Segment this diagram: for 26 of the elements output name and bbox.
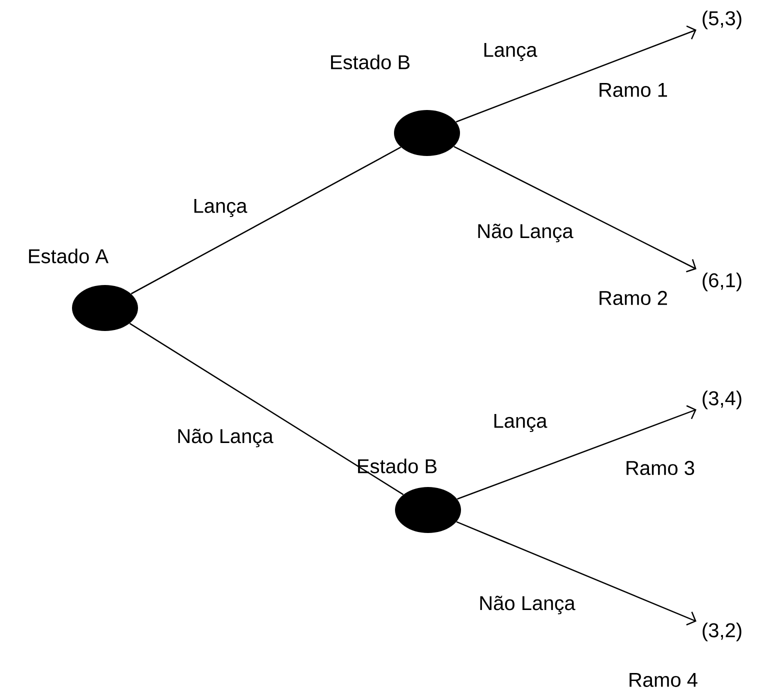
edge-label: Não Lança	[176, 428, 274, 448]
node-label: Estado B	[331, 54, 410, 70]
branch-line	[130, 146, 402, 294]
branch-label: Ramo 3	[626, 460, 694, 476]
branch-label: Ramo 2	[600, 290, 667, 306]
edge-label: Lança	[482, 42, 538, 62]
payoff-label: (3,4)	[702, 390, 742, 410]
branch-line	[457, 405, 696, 500]
edge-label: Não Lança	[476, 222, 574, 244]
branch-line	[129, 322, 404, 496]
state-node: Estado B	[358, 458, 461, 533]
branch-label: Ramo 1	[600, 83, 667, 97]
edge-label: Não Lança	[478, 594, 576, 616]
state-node: Estado B	[331, 54, 460, 156]
payoff-label: (5,3)	[702, 10, 742, 30]
payoff-label: (3,2)	[702, 622, 742, 642]
edge-label: Lança	[192, 198, 248, 218]
branch-line	[456, 25, 696, 122]
edge-label: Lança	[492, 413, 548, 433]
branch-label: Ramo 4	[630, 673, 698, 687]
branch-line	[454, 146, 696, 272]
node-label: Estado B	[358, 458, 436, 474]
branch-line	[456, 521, 696, 626]
state-node: Estado A	[29, 248, 138, 331]
payoff-label: (6,1)	[702, 272, 742, 292]
node-label: Estado A	[29, 248, 109, 264]
